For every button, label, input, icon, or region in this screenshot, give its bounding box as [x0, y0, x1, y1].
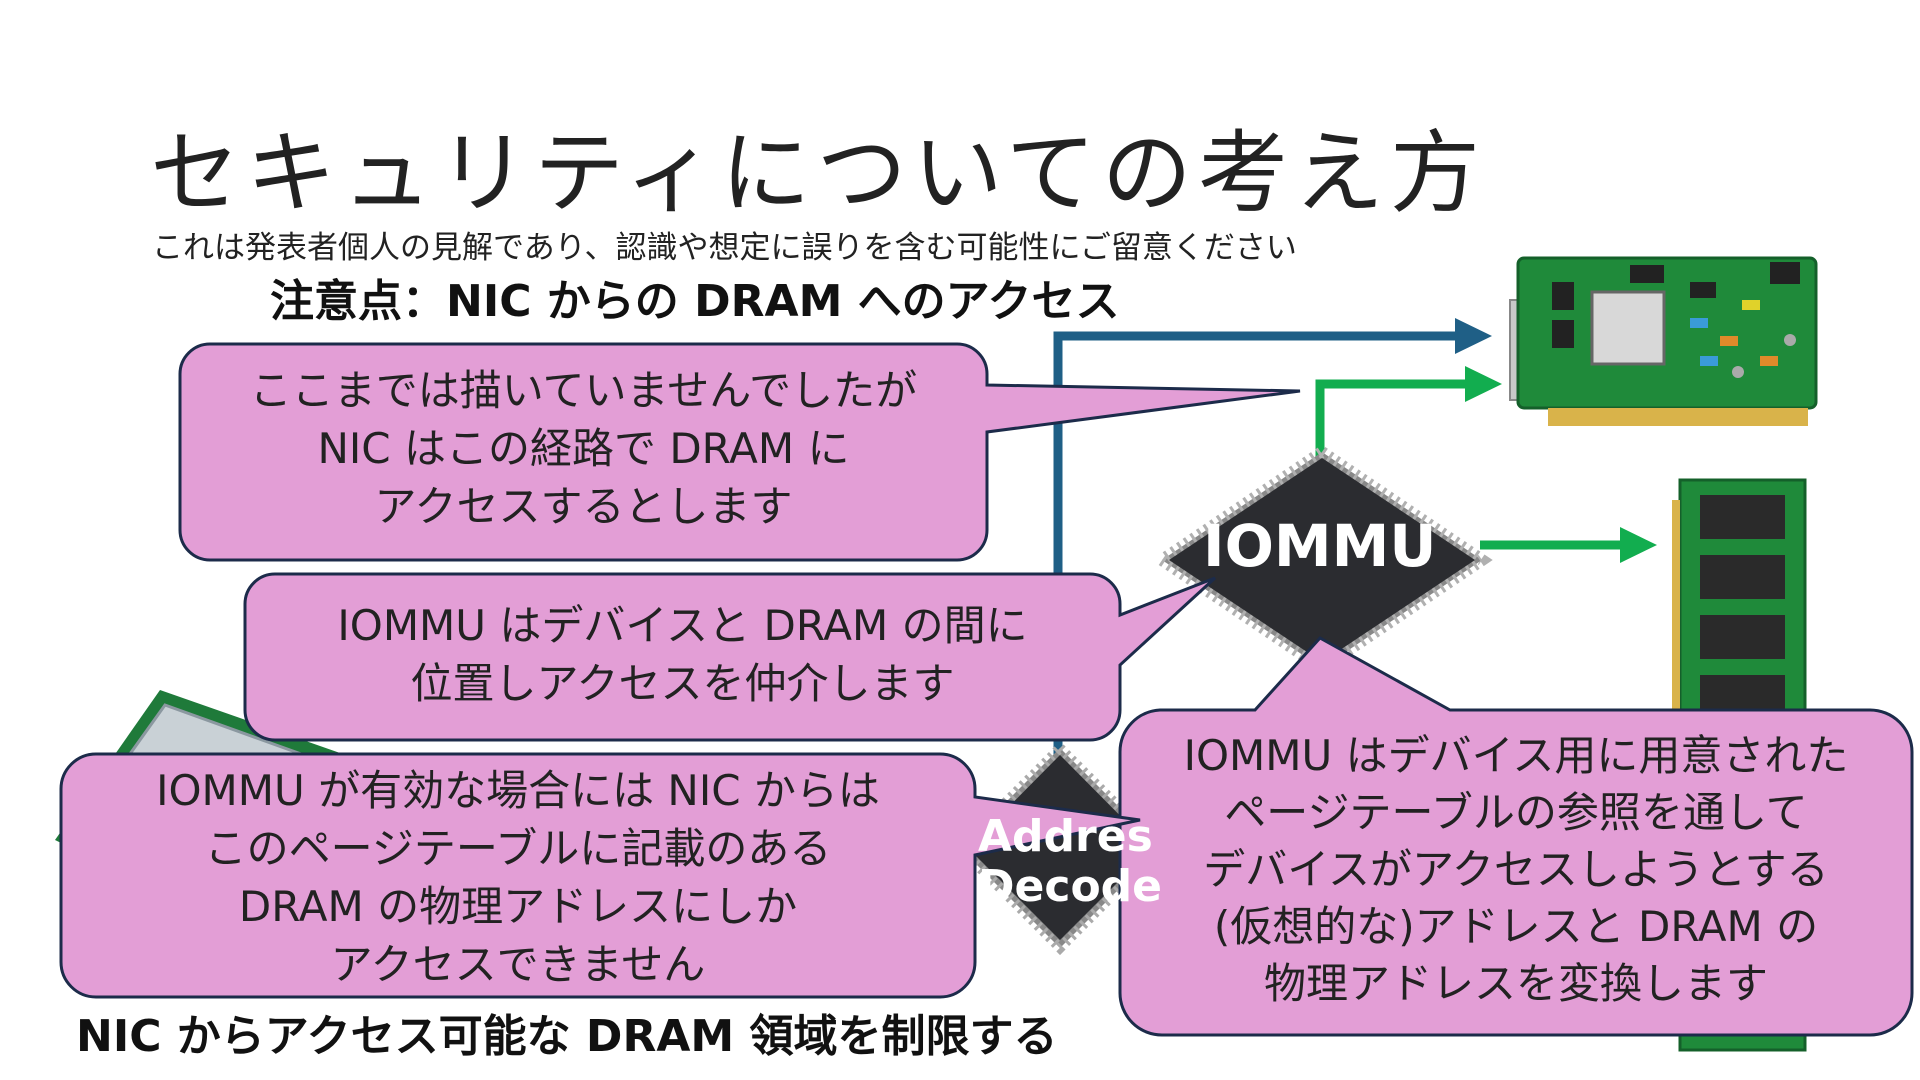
callout-line: アクセスできません — [330, 940, 706, 989]
callout-line: NIC はこの経路で DRAM に — [317, 424, 850, 473]
callout-line: ページテーブルの参照を通して — [1224, 788, 1808, 837]
callout-nic-path — [178, 342, 1301, 562]
callout-page-table — [1118, 636, 1914, 1037]
section-subtitle: 注意点：NIC からの DRAM へのアクセス — [270, 276, 1120, 327]
callout-iommu-position-text: IOMMU はデバイスと DRAM の間に 位置しアクセスを仲介します — [245, 597, 1120, 713]
green-arrow-to-nic — [1315, 366, 1502, 460]
callout-iommu-enabled-text: IOMMU が有効な場合には NIC からは このページテーブルに記載のある D… — [61, 762, 975, 994]
callout-line: DRAM の物理アドレスにしか — [238, 882, 798, 931]
callout-line: アクセスするとします — [374, 482, 793, 531]
callout-page-table-text: IOMMU はデバイス用に用意された ページテーブルの参照を通して デバイスがア… — [1120, 727, 1912, 1012]
callout-line: IOMMU が有効な場合には NIC からは — [156, 766, 880, 815]
address-decoder-chip — [952, 740, 1168, 956]
callout-line: デバイスがアクセスしようとする — [1203, 845, 1829, 894]
callout-iommu-position — [243, 572, 1217, 742]
callout-line: 位置しアクセスを仲介します — [410, 659, 955, 708]
iommu-chip-label: IOMMU — [1203, 512, 1437, 580]
callout-line: IOMMU はデバイス用に用意された — [1183, 731, 1849, 780]
page-title: セキュリティについての考え方 — [150, 121, 1486, 226]
nic-card-image — [1509, 256, 1818, 426]
decoder-chip-label-line2: Decode — [978, 861, 1163, 912]
callout-line: IOMMU はデバイスと DRAM の間に — [337, 601, 1028, 650]
decoder-chip-label: Addres Decode — [978, 812, 1162, 912]
decoder-chip-label-line1: Addres — [978, 811, 1153, 862]
callout-line: (仮想的な)アドレスと DRAM の — [1213, 902, 1819, 951]
callout-iommu-enabled — [59, 752, 1141, 999]
green-arrow-to-dram — [1480, 527, 1657, 563]
callout-line: 物理アドレスを変換します — [1263, 959, 1768, 1008]
callout-line: このページテーブルに記載のある — [204, 824, 832, 873]
callout-nic-path-text: ここまでは描いていませんでしたが NIC はこの経路で DRAM に アクセスす… — [180, 362, 987, 536]
footer-note: NIC からアクセス可能な DRAM 領域を制限する — [76, 1011, 1058, 1062]
callout-line: ここまでは描いていませんでしたが — [249, 366, 918, 415]
disclaimer-text: これは発表者個人の見解であり、認識や想定に誤りを含む可能性にご留意ください — [152, 230, 1297, 266]
